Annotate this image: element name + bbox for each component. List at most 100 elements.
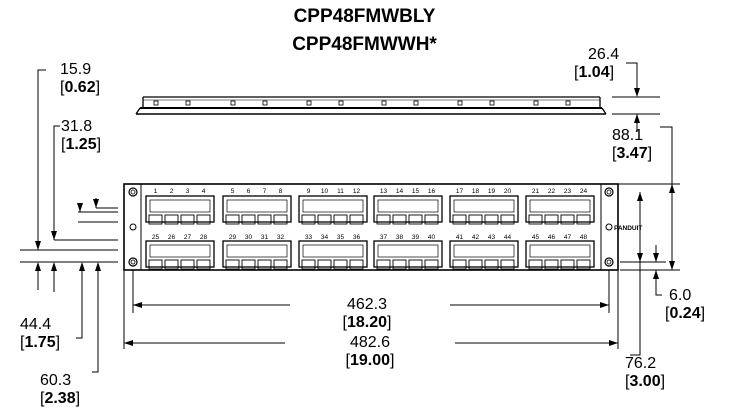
port-module xyxy=(449,240,519,270)
port-number: 27 xyxy=(184,234,192,241)
port-number: 34 xyxy=(321,234,329,241)
port-label-slot xyxy=(225,214,240,225)
port-label-slot xyxy=(241,259,256,270)
port-label-slot xyxy=(180,259,195,270)
port-label-slot xyxy=(392,259,407,270)
dimension-lines xyxy=(20,62,680,373)
port-number: 45 xyxy=(532,234,540,241)
top-notch xyxy=(153,100,159,106)
port-number: 46 xyxy=(548,234,556,241)
model-number-secondary: CPP48FMWWH* xyxy=(292,34,437,55)
port-label-slot xyxy=(468,214,483,225)
port-number: 14 xyxy=(396,188,404,195)
port-number: 8 xyxy=(279,188,283,195)
port-number: 37 xyxy=(380,234,388,241)
panel-top-view xyxy=(135,96,607,115)
port-module xyxy=(449,195,519,225)
port-label-slot xyxy=(408,259,423,270)
panel-front-view xyxy=(123,183,619,271)
port-label-slot xyxy=(301,259,316,270)
port-label-slot xyxy=(484,259,499,270)
port-number: 17 xyxy=(456,188,464,195)
port-module xyxy=(525,195,595,225)
port-module xyxy=(373,240,443,270)
port-label-slot xyxy=(333,259,348,270)
port-label-slot xyxy=(408,214,423,225)
port-label-slot xyxy=(317,214,332,225)
port-number: 18 xyxy=(472,188,480,195)
port-label-slot xyxy=(196,259,211,270)
port-label-slot xyxy=(164,259,179,270)
port-number: 10 xyxy=(321,188,329,195)
port-module xyxy=(298,195,368,225)
top-notch xyxy=(230,100,236,106)
top-notch xyxy=(381,100,387,106)
dimension-arrowheads xyxy=(35,88,675,346)
top-notch xyxy=(457,100,463,106)
dim-462-3-label: 462.3 [18.20] xyxy=(342,296,392,331)
port-number: 13 xyxy=(380,188,388,195)
port-label-slot xyxy=(468,259,483,270)
port-module xyxy=(145,195,215,225)
port-label-slot xyxy=(576,214,591,225)
port-label-slot xyxy=(333,214,348,225)
top-notch xyxy=(306,100,312,106)
port-module xyxy=(525,240,595,270)
port-number: 11 xyxy=(337,188,344,195)
port-number: 1 xyxy=(154,188,158,195)
dim-88-1-label: 88.1 [3.47] xyxy=(612,127,653,162)
top-notch xyxy=(185,100,191,106)
port-number: 26 xyxy=(168,234,176,241)
port-label-slot xyxy=(424,214,439,225)
model-number-primary: CPP48FMWBLY xyxy=(293,6,436,27)
port-label-slot xyxy=(392,214,407,225)
port-label-slot xyxy=(273,259,288,270)
port-number: 22 xyxy=(548,188,556,195)
port-number: 2 xyxy=(170,188,174,195)
port-label-slot xyxy=(257,214,272,225)
top-notch xyxy=(565,100,571,106)
port-label-slot xyxy=(544,259,559,270)
port-label-slot xyxy=(528,259,543,270)
port-number: 15 xyxy=(412,188,420,195)
dim-15-9-label: 15.9 [0.62] xyxy=(60,61,101,96)
port-number: 25 xyxy=(152,234,160,241)
port-number: 21 xyxy=(532,188,540,195)
port-number: 7 xyxy=(263,188,267,195)
port-module xyxy=(145,240,215,270)
port-number: 48 xyxy=(580,234,588,241)
port-number: 41 xyxy=(456,234,464,241)
port-number: 16 xyxy=(428,188,436,195)
port-number: 4 xyxy=(202,188,206,195)
port-label-slot xyxy=(576,259,591,270)
port-label-slot xyxy=(225,259,240,270)
port-number: 9 xyxy=(307,188,311,195)
port-label-slot xyxy=(376,214,391,225)
dim-31-8-label: 31.8 [1.25] xyxy=(61,118,102,153)
port-number: 44 xyxy=(504,234,512,241)
port-module xyxy=(222,195,292,225)
dim-6-0-label: 6.0 [0.24] xyxy=(665,287,706,322)
port-label-slot xyxy=(148,214,163,225)
port-number: 47 xyxy=(564,234,572,241)
port-number: 29 xyxy=(229,234,237,241)
port-number: 6 xyxy=(247,188,251,195)
port-label-slot xyxy=(273,214,288,225)
port-label-slot xyxy=(544,214,559,225)
port-number: 39 xyxy=(412,234,420,241)
dim-60-3-label: 60.3 [2.38] xyxy=(40,372,81,407)
top-notch xyxy=(413,100,419,106)
port-label-slot xyxy=(376,259,391,270)
port-label-slot xyxy=(424,259,439,270)
top-notch xyxy=(338,100,344,106)
port-number: 31 xyxy=(261,234,269,241)
port-label-slot xyxy=(164,214,179,225)
port-label-slot xyxy=(484,214,499,225)
port-label-slot xyxy=(180,214,195,225)
port-label-slot xyxy=(241,214,256,225)
port-label-slot xyxy=(301,214,316,225)
top-notch xyxy=(262,100,268,106)
port-label-slot xyxy=(349,259,364,270)
dim-44-4-label: 44.4 [1.75] xyxy=(20,316,61,351)
port-number: 23 xyxy=(564,188,572,195)
